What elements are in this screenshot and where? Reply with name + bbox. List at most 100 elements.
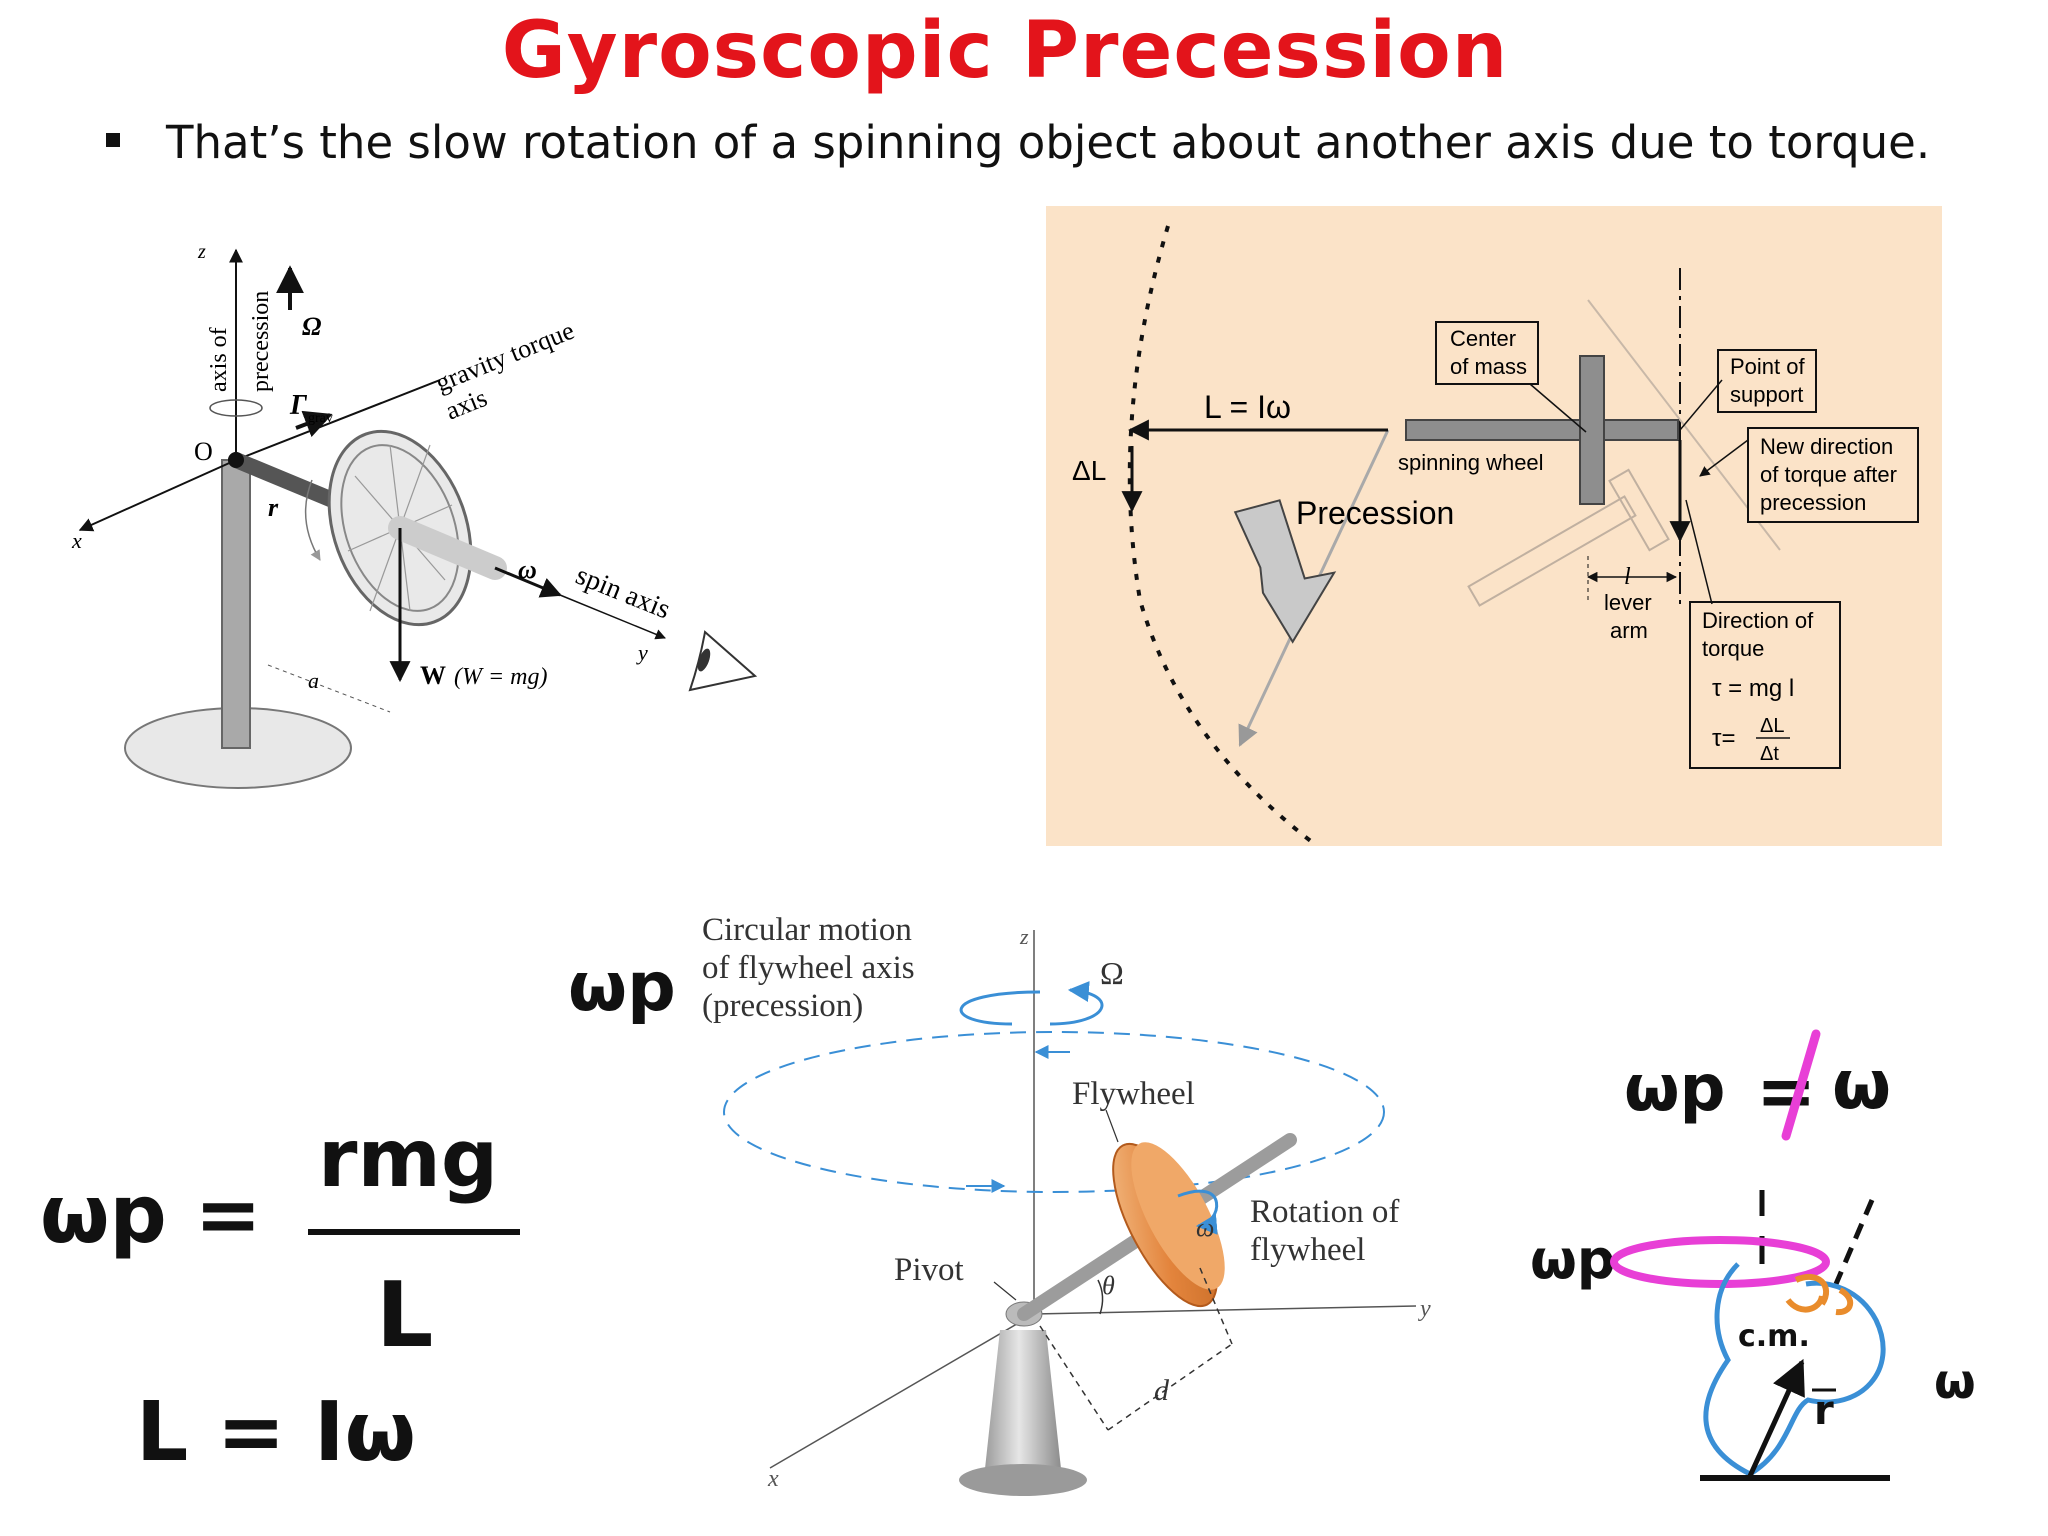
direction-torque-1: Direction of: [1702, 608, 1814, 633]
tau-numerator: ΔL: [1760, 715, 1784, 737]
theta-label: θ: [1102, 1271, 1115, 1300]
direction-of-torque-box: [1689, 601, 1841, 769]
handwritten-notes: ωp ωp = rmg L L = Iω ωp = ω ωp c.m. r ω: [40, 948, 1976, 1481]
gravity-torque-axis-line: [235, 379, 441, 461]
y-label: y: [636, 640, 648, 665]
cm-label: c.m.: [1738, 1319, 1810, 1354]
x-axis: [769, 1313, 1035, 1469]
figure-precession-panel: L = Iω ΔL Center of mass spinning wheel …: [1046, 206, 1942, 846]
new-direction-box: [1747, 427, 1919, 523]
point-of-support-box: [1717, 349, 1817, 413]
wp-left-label: ωp: [568, 948, 676, 1027]
gravity-torque-label: gravity torque: [431, 316, 578, 398]
W-label: W: [420, 661, 446, 690]
blue-wheel-sketch: [1703, 1262, 1886, 1477]
numerator-rmg: rmg: [318, 1112, 498, 1205]
lever-l-label: l: [1624, 564, 1631, 590]
support-label-1: Point of: [1730, 354, 1805, 379]
new-direction-3: precession: [1760, 490, 1866, 515]
new-direction-2: of torque after: [1760, 462, 1897, 487]
omega-cap-label: Ω: [1100, 955, 1124, 991]
center-of-mass-box: [1435, 321, 1539, 385]
precession-label: precession: [248, 291, 274, 392]
omega-sketch-label: ω: [1934, 1354, 1976, 1410]
y-label: y: [1418, 1296, 1431, 1322]
origin-label: O: [194, 437, 213, 466]
grav-subscript: grav: [308, 411, 333, 426]
x-label: x: [767, 1466, 779, 1492]
figure-gyroscope-stand: z axis of precession Ω Γ grav gravity to…: [71, 241, 758, 789]
L-equals-Iw: L = Iω: [136, 1385, 416, 1480]
precession-circle: [723, 1031, 1385, 1193]
gamma-label: Γ: [289, 390, 308, 421]
omega-arrow: [494, 566, 562, 598]
bullet-square-icon: [106, 133, 120, 147]
center-label-2: of mass: [1450, 354, 1527, 379]
center-label-1: Center: [1450, 326, 1516, 351]
wp-equation-lhs: ωp =: [40, 1168, 262, 1261]
axis-of-label: axis of: [206, 327, 232, 392]
orange-wheel-sketch: [1785, 1273, 1853, 1316]
page-title: Gyroscopic Precession: [501, 6, 1509, 96]
new-direction-1: New direction: [1760, 434, 1893, 459]
x-label: x: [71, 528, 82, 553]
figure-flywheel: Circular motion of flywheel axis (preces…: [702, 912, 1431, 1496]
rotation-label-1: Rotation of: [1250, 1194, 1399, 1230]
eye-icon: [688, 630, 758, 692]
omega-cap-curl: [959, 990, 1104, 1026]
support-label-2: support: [1730, 382, 1803, 407]
spinning-wheel-label: spinning wheel: [1398, 450, 1544, 475]
x-axis-line: [78, 459, 237, 532]
circular-motion-1: Circular motion: [702, 912, 912, 948]
spin-axis-label: spin axis: [571, 560, 674, 626]
wp-sketch-label: ωp: [1530, 1228, 1616, 1291]
precession-arrow-icon: [1233, 499, 1337, 644]
pivot-label: Pivot: [894, 1252, 964, 1288]
lever-label: lever: [1604, 590, 1652, 615]
arm-label: arm: [1610, 618, 1648, 643]
rotation-curl: [1177, 1189, 1218, 1235]
pivot-stand: [984, 1330, 1062, 1478]
a-label: a: [308, 668, 319, 693]
direction-torque-2: torque: [1702, 636, 1764, 661]
r-vector-arrow: [1747, 1358, 1805, 1478]
omega-cap-label: Ω: [302, 312, 321, 341]
delta-L-label: ΔL: [1072, 455, 1106, 486]
tau-prefix: τ=: [1712, 725, 1736, 752]
W-equation: (W = mg): [454, 664, 548, 690]
distance-a-line: [267, 664, 391, 713]
bullet-point: That’s the slow rotation of a spinning o…: [106, 116, 1930, 169]
axle: [388, 516, 507, 580]
z-label: z: [197, 241, 206, 263]
neq-strike: [1781, 1029, 1821, 1141]
tau-equation-1: τ = mg l: [1712, 675, 1794, 702]
pink-precession-ellipse: [1610, 1236, 1830, 1288]
theta-arc: [1097, 1279, 1104, 1315]
wp-neq-lhs: ωp: [1624, 1052, 1725, 1126]
z-label: z: [1019, 924, 1029, 949]
rotation-label-2: flywheel: [1250, 1232, 1365, 1268]
r-vector-label: r: [1814, 1388, 1834, 1434]
circular-motion-2: of flywheel axis: [702, 950, 915, 986]
d-dimension: [1039, 1325, 1109, 1431]
precession-curl: [209, 399, 263, 417]
rotation-curl: [304, 479, 321, 561]
tau-denominator: Δt: [1760, 743, 1779, 765]
wp-neq-rhs: ω: [1832, 1046, 1891, 1125]
omega-label: ω: [518, 555, 537, 584]
gamma-arrow: [295, 410, 333, 438]
flywheel-label: Flywheel: [1072, 1076, 1195, 1112]
d-label: d: [1154, 1374, 1170, 1407]
horizontal-arm: [1405, 419, 1679, 441]
y-axis: [1033, 1305, 1417, 1315]
bullet-text: That’s the slow rotation of a spinning o…: [166, 116, 1931, 169]
faint-rotated-arm: [1467, 495, 1637, 607]
r-label: r: [268, 493, 279, 522]
spin-axis-line: [559, 594, 666, 640]
pivot-point: [228, 452, 244, 468]
L-equation: L = Iω: [1204, 389, 1291, 425]
stand-post: [221, 459, 251, 749]
omega-label: ω: [1196, 1213, 1214, 1242]
circular-motion-3: (precession): [702, 988, 863, 1024]
